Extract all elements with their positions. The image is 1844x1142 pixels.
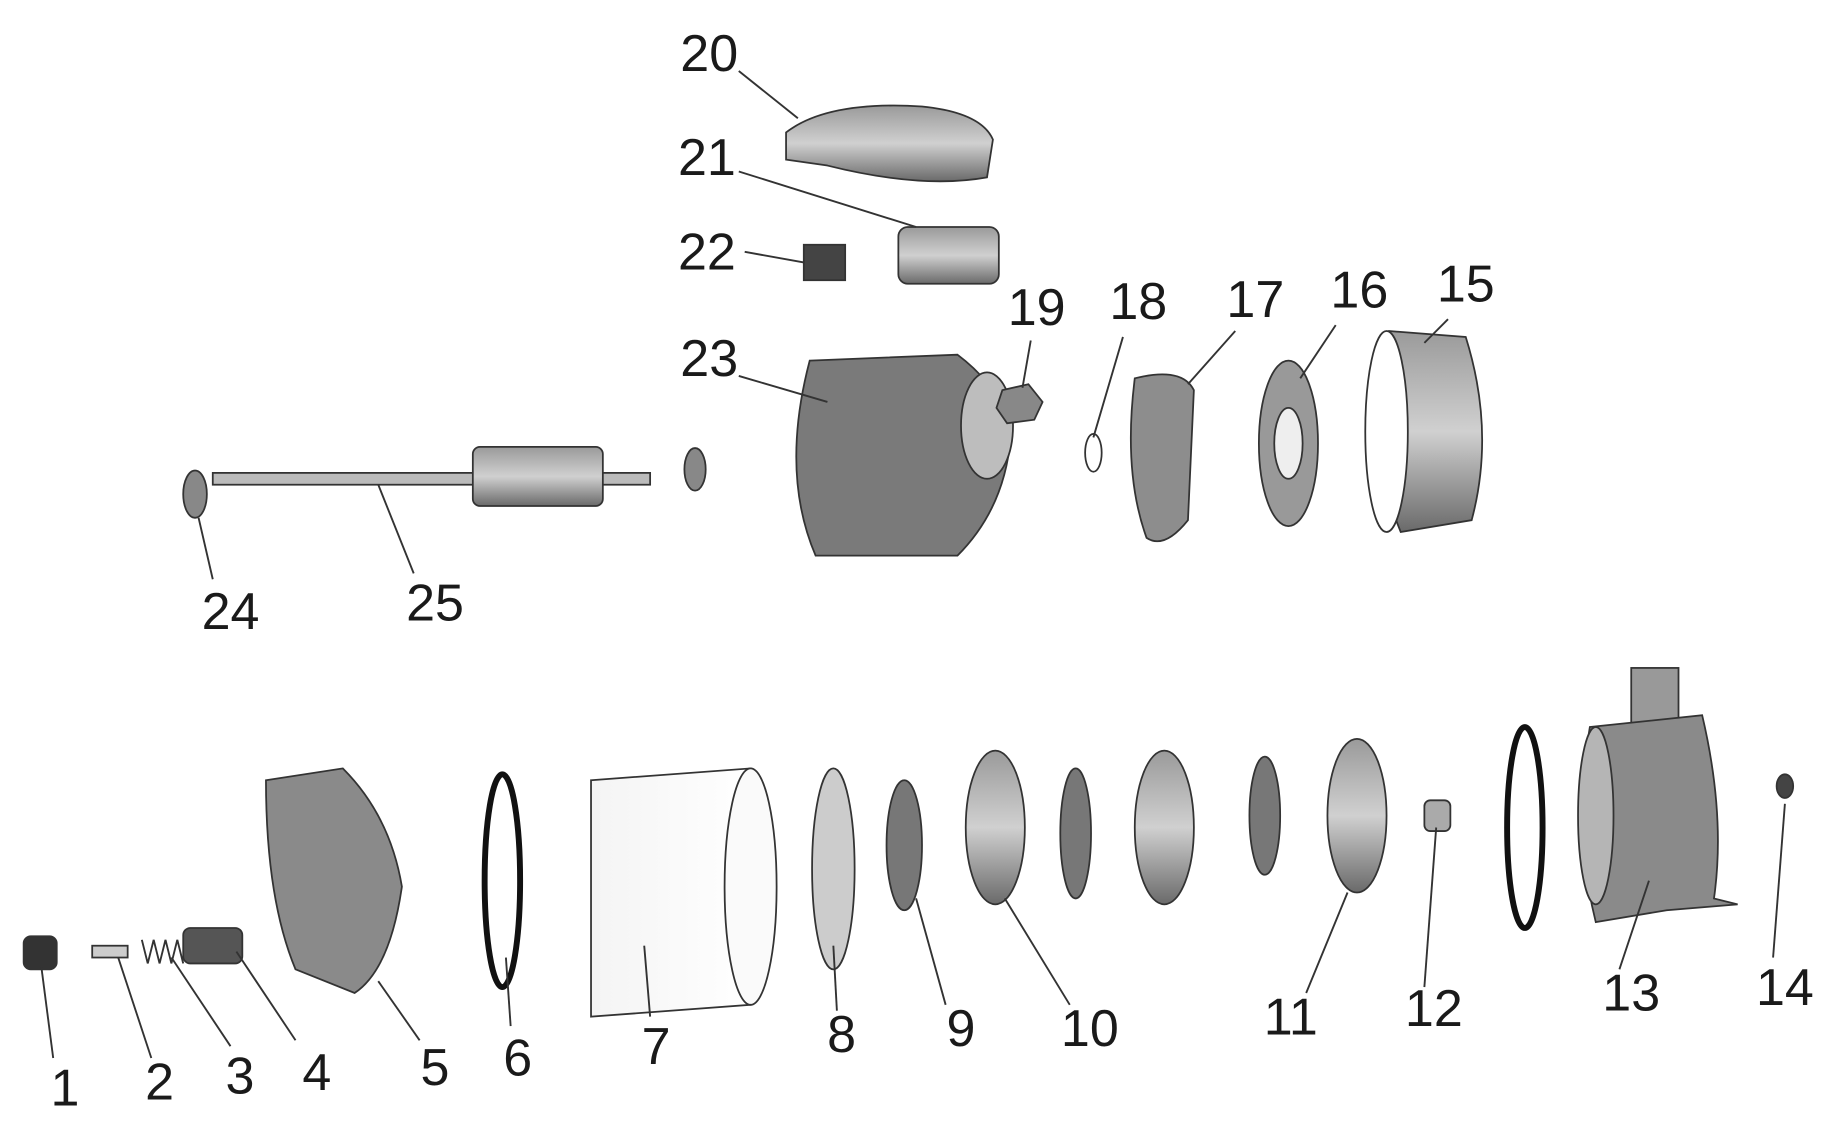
part-1-plug: [22, 935, 58, 971]
part-impeller-3: [1248, 755, 1282, 876]
part-label-7: 7: [642, 1018, 671, 1076]
part-16-fan: [1257, 359, 1319, 527]
leader-line-6: [504, 957, 512, 1027]
part-7-sleeve: [590, 767, 778, 1018]
part-12-spacer: [1423, 799, 1452, 832]
leader-line-23: [738, 375, 828, 403]
leader-line-19: [1021, 340, 1032, 388]
leader-line-1: [40, 966, 55, 1059]
part-5-pump-casing: [265, 767, 403, 994]
part-22-switch: [802, 243, 847, 282]
part-label-12: 12: [1405, 980, 1463, 1038]
part-label-18: 18: [1109, 273, 1167, 331]
part-3-spring: [140, 939, 185, 964]
part-label-24: 24: [202, 583, 260, 641]
leader-line-21: [738, 170, 917, 228]
leader-line-9: [915, 898, 947, 1006]
part-label-6: 6: [503, 1030, 532, 1088]
leader-line-2: [117, 957, 153, 1059]
part-label-20: 20: [680, 25, 738, 83]
leader-line-24: [197, 517, 214, 580]
leader-line-4: [235, 951, 297, 1041]
part-18-washer: [1084, 432, 1103, 473]
part-label-5: 5: [421, 1039, 450, 1097]
part-label-19: 19: [1008, 279, 1066, 337]
part-label-11: 11: [1264, 988, 1318, 1046]
part-8-diffuser-plate: [811, 767, 856, 971]
leader-line-22: [744, 250, 804, 264]
part-label-4: 4: [302, 1044, 331, 1102]
part-9-impeller: [885, 779, 923, 912]
part-impeller-2: [1059, 767, 1092, 900]
leader-line-3: [170, 957, 232, 1047]
leader-line-11: [1305, 892, 1349, 994]
part-24-bearing: [182, 469, 208, 519]
part-21-capacitor: [897, 226, 1000, 285]
leader-line-14: [1772, 803, 1786, 958]
leader-line-20: [738, 70, 799, 120]
part-label-10: 10: [1061, 1000, 1119, 1058]
part-4-ejector: [182, 927, 244, 965]
leader-lines: [40, 70, 1786, 1059]
part-14-nut: [1775, 773, 1795, 799]
leader-line-10: [1003, 897, 1071, 1006]
part-25-rotor-shaft: [211, 445, 652, 507]
part-11-diffuser: [1326, 737, 1388, 894]
part-o-ring-2: [1504, 724, 1546, 931]
part-15-fan-cover: [1364, 330, 1484, 533]
leader-line-18: [1092, 336, 1124, 438]
part-19-nut: [995, 383, 1044, 425]
parts-group: [22, 104, 1795, 1018]
part-label-9: 9: [947, 1000, 976, 1058]
part-label-22: 22: [678, 224, 736, 282]
part-23-motor-end: [960, 371, 1014, 480]
part-label-16: 16: [1330, 261, 1388, 319]
part-20-terminal-cover: [785, 104, 994, 183]
part-label-17: 17: [1226, 271, 1284, 329]
part-6-o-ring: [481, 771, 524, 991]
part-label-2: 2: [145, 1053, 174, 1111]
leader-line-8: [832, 945, 838, 1011]
part-17-end-cover: [1129, 373, 1195, 543]
leader-line-12: [1423, 827, 1438, 988]
leader-line-13: [1618, 880, 1650, 970]
part-label-3: 3: [225, 1047, 254, 1105]
part-10-diffuser: [964, 749, 1026, 906]
leader-line-7: [643, 945, 652, 1017]
part-label-21: 21: [678, 129, 736, 187]
part-label-13: 13: [1602, 965, 1660, 1023]
part-label-1: 1: [51, 1059, 80, 1117]
leader-line-16: [1299, 324, 1337, 379]
part-2-valve-stem: [91, 944, 129, 959]
part-label-15: 15: [1437, 255, 1495, 313]
part-label-14: 14: [1756, 959, 1814, 1017]
part-label-25: 25: [406, 575, 464, 633]
leader-line-15: [1423, 318, 1449, 344]
part-13-pump-housing: [1577, 667, 1738, 924]
part-diffuser-2: [1133, 749, 1195, 906]
leader-line-25: [377, 484, 415, 574]
part-label-23: 23: [680, 330, 738, 388]
leader-line-17: [1187, 330, 1236, 385]
leader-line-5: [377, 980, 421, 1041]
part-bearing: [683, 447, 707, 492]
part-label-8: 8: [827, 1006, 856, 1064]
